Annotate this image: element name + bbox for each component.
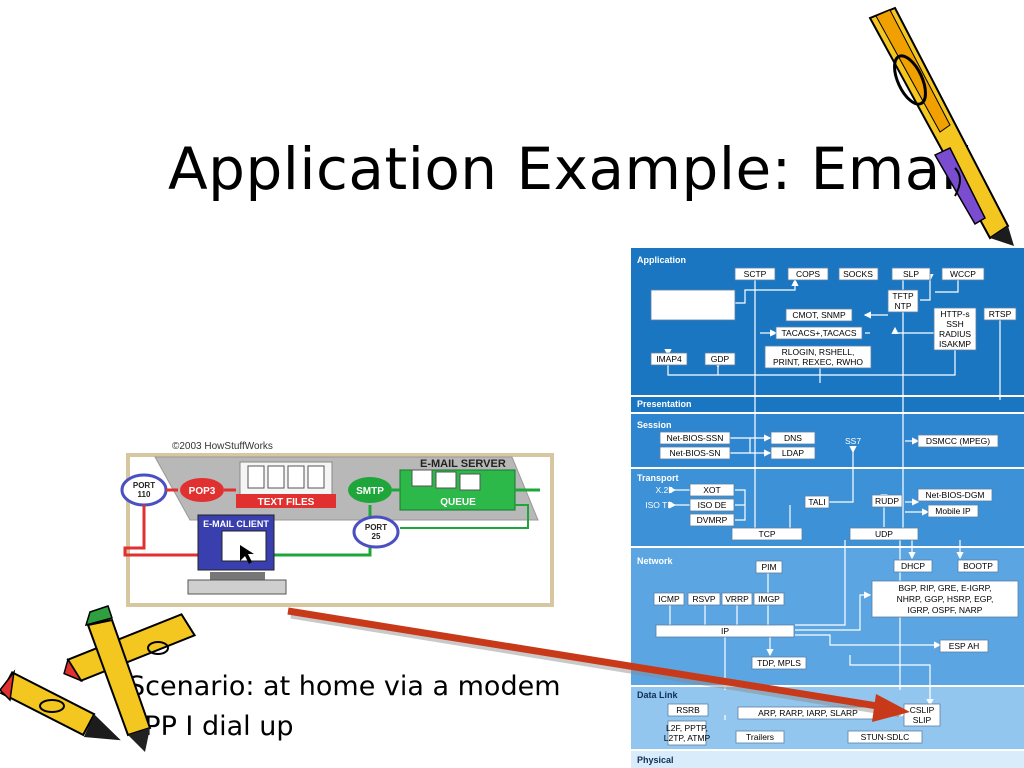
radius-label: RADIUS	[939, 329, 971, 339]
udp-label: UDP	[875, 529, 893, 539]
pop3-label: POP3	[189, 486, 216, 497]
ip-label: IP	[721, 626, 729, 636]
cmot-label: CMOT, SNMP	[792, 310, 846, 320]
l2f-line2: L2TP, ATMP	[664, 733, 711, 743]
imgp-label: IMGP	[758, 594, 780, 604]
layer-physical: Physical	[637, 755, 674, 765]
client-label: E-MAIL CLIENT	[203, 519, 269, 529]
highlight-arrow	[287, 607, 891, 712]
icmp-label: ICMP	[658, 594, 680, 604]
protocol-stack: Application Presentation Session Transpo…	[631, 248, 1024, 768]
slide-title: Application Example: Email	[168, 135, 975, 203]
sctp-label: SCTP	[744, 269, 767, 279]
server-label: E-MAIL SERVER	[420, 458, 506, 470]
layer-presentation: Presentation	[637, 399, 692, 409]
l2f-line1: L2F, PPTP,	[666, 723, 708, 733]
bgp-line2: NHRP, GGP, HSRP, EGP,	[897, 594, 994, 604]
caption-line-1: Scenario: at home via a modem	[128, 671, 561, 702]
dvmrp-label: DVMRP	[697, 515, 728, 525]
isakmp-label: ISAKMP	[939, 339, 971, 349]
netbios-dgm-label: Net-BIOS-DGM	[925, 490, 984, 500]
smtp-label: SMTP	[356, 486, 384, 497]
layer-transport: Transport	[637, 473, 679, 483]
layer-network: Network	[637, 556, 674, 566]
cops-label: COPS	[796, 269, 820, 279]
gdp-label: GDP	[711, 354, 730, 364]
https-label: HTTP-s	[940, 309, 969, 319]
highlight-arrowhead	[872, 694, 910, 722]
netbios-ssn-label: Net-BIOS-SSN	[667, 433, 724, 443]
bgp-line1: BGP, RIP, GRE, E-IGRP,	[898, 583, 991, 593]
rsrb-label: RSRB	[676, 705, 700, 715]
esp-ah-label: ESP AH	[949, 641, 980, 651]
pencils-icon	[0, 605, 197, 752]
port25-line2: 25	[372, 532, 381, 541]
queue-label: QUEUE	[440, 497, 476, 508]
bgp-line3: IGRP, OSPF, NARP	[908, 605, 983, 615]
tdp-mpls-label: TDP, MPLS	[757, 658, 801, 668]
stun-sdlc-label: STUN-SDLC	[861, 732, 910, 742]
layer-session: Session	[637, 420, 672, 430]
rlogin-line1: RLOGIN, RSHELL,	[782, 347, 855, 357]
port25-line1: PORT	[365, 523, 387, 532]
slip-label: SLIP	[913, 715, 932, 725]
arp-label: ARP, RARP, IARP, SLARP	[758, 708, 858, 718]
socks-label: SOCKS	[843, 269, 873, 279]
cslip-label: CSLIP	[910, 705, 935, 715]
tcp-label: TCP	[759, 529, 776, 539]
xot-label: XOT	[703, 485, 720, 495]
rudp-label: RUDP	[875, 496, 899, 506]
iso-tp-label: ISO TP	[645, 500, 673, 510]
iso-de-label: ISO DE	[698, 500, 727, 510]
ldap-label: LDAP	[782, 448, 805, 458]
rlogin-line2: PRINT, REXEC, RWHO	[773, 357, 863, 367]
dsmcc-label: DSMCC (MPEG)	[926, 436, 990, 446]
ssh-label: SSH	[946, 319, 963, 329]
caption-line-2: PPP I dial up	[128, 711, 294, 742]
imap4-label: IMAP4	[656, 354, 682, 364]
copyright-text: ©2003 HowStuffWorks	[172, 441, 273, 452]
bootp-label: BOOTP	[963, 561, 993, 571]
port110-line2: 110	[138, 490, 151, 499]
vrrp-label: VRRP	[725, 594, 749, 604]
layer-application: Application	[637, 255, 686, 265]
layer-datalink: Data Link	[637, 690, 679, 700]
port110-line1: PORT	[133, 481, 155, 490]
mobile-ip-label: Mobile IP	[935, 506, 971, 516]
trailers-label: Trailers	[746, 732, 774, 742]
text-files-label: TEXT FILES	[258, 497, 315, 508]
dhcp-label: DHCP	[901, 561, 925, 571]
slp-label: SLP	[903, 269, 919, 279]
pim-label: PIM	[761, 562, 776, 572]
rsvp-label: RSVP	[692, 594, 715, 604]
tali-label: TALI	[808, 497, 825, 507]
pencil-icon	[868, 6, 1014, 246]
ss7-label: SS7	[845, 436, 861, 446]
tacacs-label: TACACS+,TACACS	[781, 328, 856, 338]
email-diagram: ©2003 HowStuffWorks E-MAIL SERVER PORT 1…	[120, 441, 554, 607]
wccp-label: WCCP	[950, 269, 976, 279]
tftp-label: TFTP	[892, 291, 914, 301]
dns-label: DNS	[784, 433, 802, 443]
rtsp-label: RTSP	[989, 309, 1012, 319]
netbios-sn-label: Net-BIOS-SN	[669, 448, 720, 458]
x25-label: X.25	[656, 485, 674, 495]
ntp-label: NTP	[895, 301, 912, 311]
